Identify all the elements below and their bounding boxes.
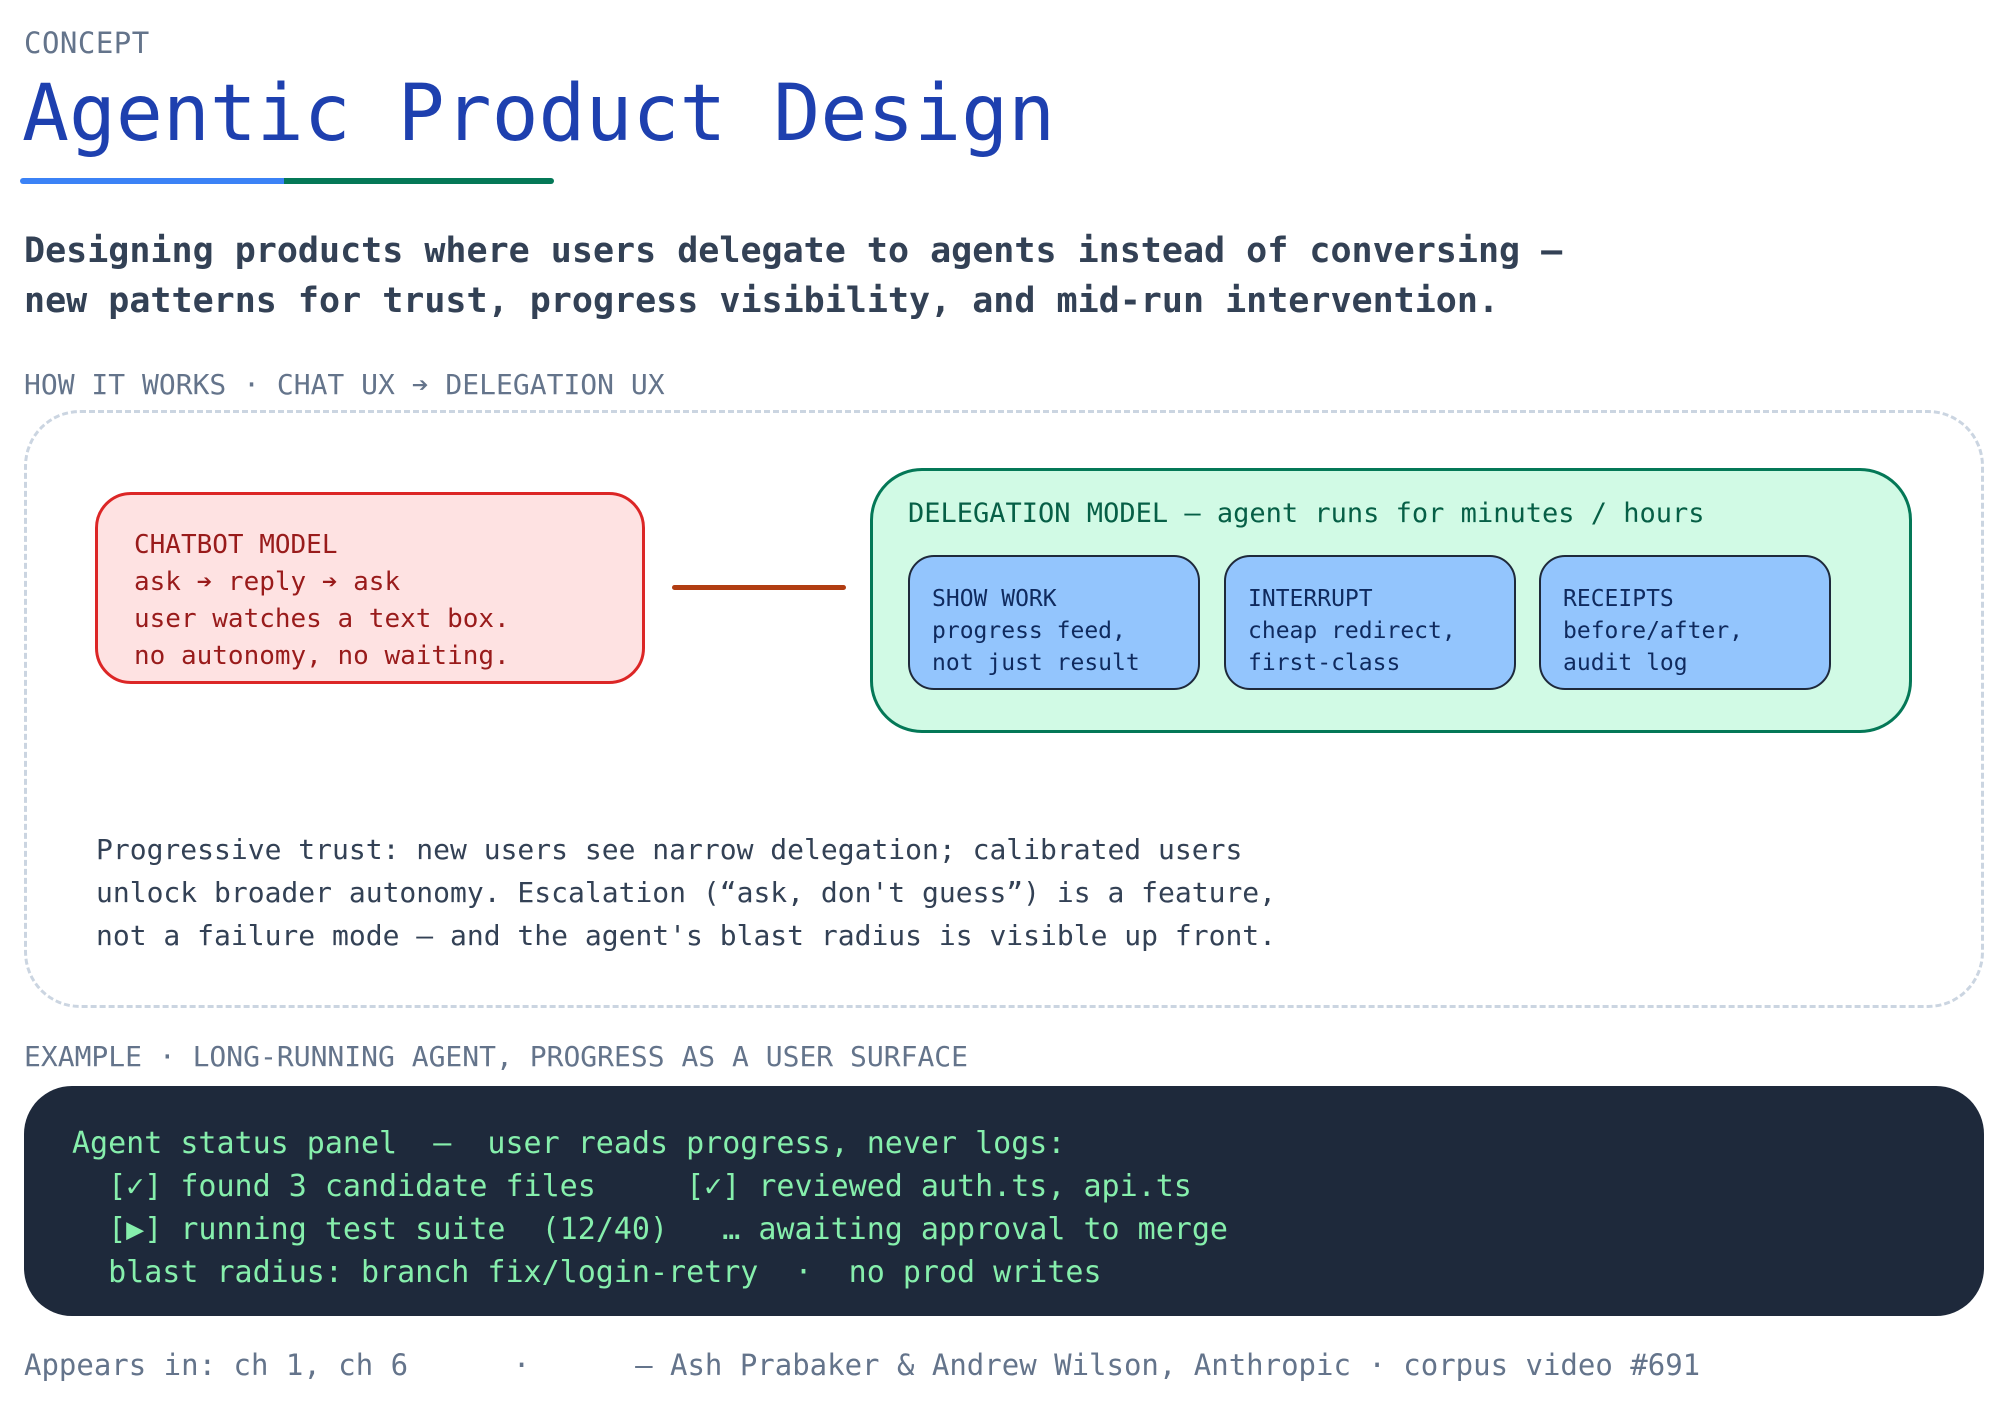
card-line: before/after, [1563,618,1744,644]
progressive-trust-text: Progressive trust: new users see narrow … [96,828,1276,957]
card-receipts: RECEIPTS before/after, audit log [1539,555,1831,690]
title-underline-blue [20,178,285,184]
subtitle: Designing products where users delegate … [24,226,1562,326]
trust-line: unlock broader autonomy. Escalation (“as… [96,876,1277,909]
card-title: INTERRUPT [1248,586,1373,612]
agent-status-panel: Agent status panel — user reads progress… [24,1086,1984,1316]
title-underline-green [284,178,554,184]
chatbot-line: no autonomy, no waiting. [134,641,510,671]
footer-attribution: Appears in: ch 1, ch 6 · — Ash Prabaker … [24,1348,1701,1382]
card-title: RECEIPTS [1563,586,1674,612]
panel-line: Agent status panel — user reads progress… [72,1126,1066,1161]
chatbot-line: ask ➔ reply ➔ ask [134,567,401,597]
eyebrow-label: CONCEPT [24,26,150,60]
how-it-works-frame [24,410,1984,1008]
card-line: audit log [1563,650,1688,676]
card-interrupt: INTERRUPT cheap redirect, first-class [1224,555,1516,690]
example-label: EXAMPLE · LONG-RUNNING AGENT, PROGRESS A… [24,1040,969,1073]
how-it-works-label: HOW IT WORKS · CHAT UX ➔ DELEGATION UX [24,368,665,401]
card-line: cheap redirect, [1248,618,1456,644]
chatbot-line: user watches a text box. [134,604,510,634]
card-line: not just result [932,650,1140,676]
page-title: Agentic Product Design [22,69,1056,159]
subtitle-line: new patterns for trust, progress visibil… [24,281,1500,321]
card-title: SHOW WORK [932,586,1057,612]
trust-line: Progressive trust: new users see narrow … [96,833,1243,866]
delegation-title: DELEGATION MODEL — agent runs for minute… [908,498,1705,529]
subtitle-line: Designing products where users delegate … [24,231,1563,271]
panel-line: blast radius: branch fix/login-retry · n… [72,1255,1102,1290]
trust-line: not a failure mode — and the agent's bla… [96,919,1277,952]
card-show-work: SHOW WORK progress feed, not just result [908,555,1200,690]
card-line: first-class [1248,650,1401,676]
panel-line: [✓] found 3 candidate files [✓] reviewed… [72,1169,1192,1204]
chatbot-model-box: CHATBOT MODEL ask ➔ reply ➔ ask user wat… [95,492,645,684]
card-line: progress feed, [932,618,1126,644]
connector-line [672,585,846,590]
chatbot-title: CHATBOT MODEL [134,530,338,560]
panel-line: [▶] running test suite (12/40) … awaitin… [72,1212,1228,1247]
